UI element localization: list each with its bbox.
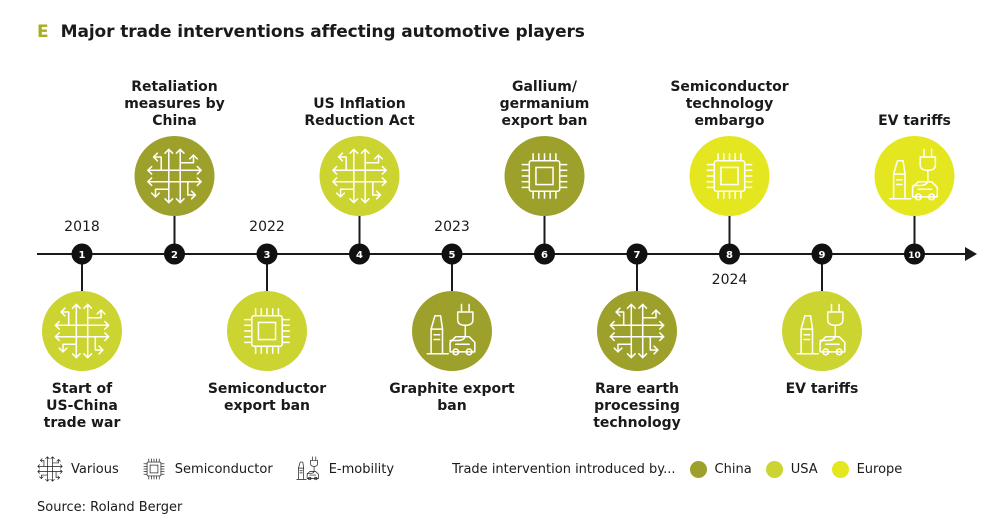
event-number-dot bbox=[811, 243, 833, 265]
year-label: 2024 bbox=[711, 272, 748, 288]
event-number: 1 bbox=[79, 250, 86, 261]
legend-item: Semiconductor bbox=[141, 456, 273, 482]
event-label: EV tariffs bbox=[785, 381, 859, 397]
event-circle-usa bbox=[782, 291, 862, 371]
legend-label: Semiconductor bbox=[174, 461, 273, 477]
various-icon bbox=[37, 456, 63, 482]
page-title: Major trade interventions affecting auto… bbox=[60, 22, 585, 42]
legend-regions: China USA Europe bbox=[689, 460, 917, 478]
event-circle-usa bbox=[319, 136, 400, 216]
event-number: 9 bbox=[819, 250, 826, 261]
semiconductor-icon bbox=[244, 308, 290, 354]
event-number: 2 bbox=[171, 250, 178, 261]
event-circle-china bbox=[412, 291, 492, 371]
event-number-dot bbox=[256, 243, 278, 265]
figure-letter: E bbox=[37, 22, 49, 42]
event-number-dot bbox=[164, 243, 185, 265]
event-circle-europe bbox=[874, 136, 955, 216]
event-number: 8 bbox=[726, 250, 733, 261]
event-number: 7 bbox=[634, 250, 641, 261]
various-icon bbox=[332, 148, 387, 204]
legend-icons: Various Semiconductor E-mobility bbox=[37, 456, 416, 482]
legend-swatch bbox=[765, 460, 783, 478]
timeline-diagram: 1 2 3 4 5 6 7 8 9 10 bbox=[37, 136, 977, 371]
semiconductor-icon bbox=[706, 153, 753, 199]
emobility-icon bbox=[889, 148, 939, 201]
event-number: 10 bbox=[908, 251, 921, 261]
legend-label: Various bbox=[71, 461, 119, 477]
timeline-arrowhead bbox=[965, 247, 977, 261]
legend-region-item: China bbox=[689, 460, 752, 478]
event-label: EV tariffs bbox=[878, 113, 951, 129]
legend-swatch bbox=[831, 460, 849, 478]
legend-region-label: USA bbox=[790, 461, 818, 477]
legend-region-item: Europe bbox=[831, 460, 903, 478]
event-number: 6 bbox=[541, 250, 548, 261]
legend-region-item: USA bbox=[765, 460, 818, 478]
legend-region-label: China bbox=[714, 461, 752, 477]
year-label: 2023 bbox=[434, 219, 470, 235]
event-number: 4 bbox=[356, 250, 363, 261]
year-label: 2022 bbox=[249, 219, 285, 235]
event-circle-usa bbox=[42, 291, 122, 371]
event-circle-europe bbox=[689, 136, 770, 216]
various-icon bbox=[54, 303, 110, 359]
event-number: 3 bbox=[264, 250, 271, 261]
legend-swatch bbox=[689, 460, 707, 478]
event-circle-china bbox=[504, 136, 585, 216]
legend-label: E-mobility bbox=[328, 461, 395, 477]
legend-item: E-mobility bbox=[295, 456, 394, 482]
event-number-dot bbox=[719, 243, 740, 265]
emobility-icon bbox=[426, 303, 476, 356]
emobility-icon bbox=[296, 456, 319, 481]
event-circle-usa bbox=[227, 291, 307, 371]
year-label: 2018 bbox=[64, 219, 100, 235]
event-circle-china bbox=[597, 291, 677, 371]
various-icon bbox=[609, 303, 665, 359]
event-number-dot bbox=[904, 243, 925, 265]
semiconductor-icon bbox=[521, 153, 568, 199]
event-number: 5 bbox=[449, 250, 456, 261]
legend-intro: Trade intervention introduced by... bbox=[452, 461, 676, 477]
event-number-dot bbox=[441, 243, 463, 265]
legend: Various Semiconductor E-mobility Trade int… bbox=[37, 456, 970, 482]
emobility-icon bbox=[796, 303, 846, 356]
source-note: Source: Roland Berger bbox=[37, 500, 183, 515]
event-number-dot bbox=[534, 243, 555, 265]
legend-item: Various bbox=[37, 456, 119, 482]
event-circle-china bbox=[134, 136, 215, 216]
header: E Major trade interventions affecting au… bbox=[37, 22, 585, 42]
event-number-dot bbox=[349, 243, 370, 265]
event-number-dot bbox=[71, 243, 93, 265]
semiconductor-icon bbox=[143, 458, 165, 480]
legend-region-label: Europe bbox=[856, 461, 903, 477]
various-icon bbox=[147, 148, 202, 204]
event-number-dot bbox=[626, 243, 648, 265]
